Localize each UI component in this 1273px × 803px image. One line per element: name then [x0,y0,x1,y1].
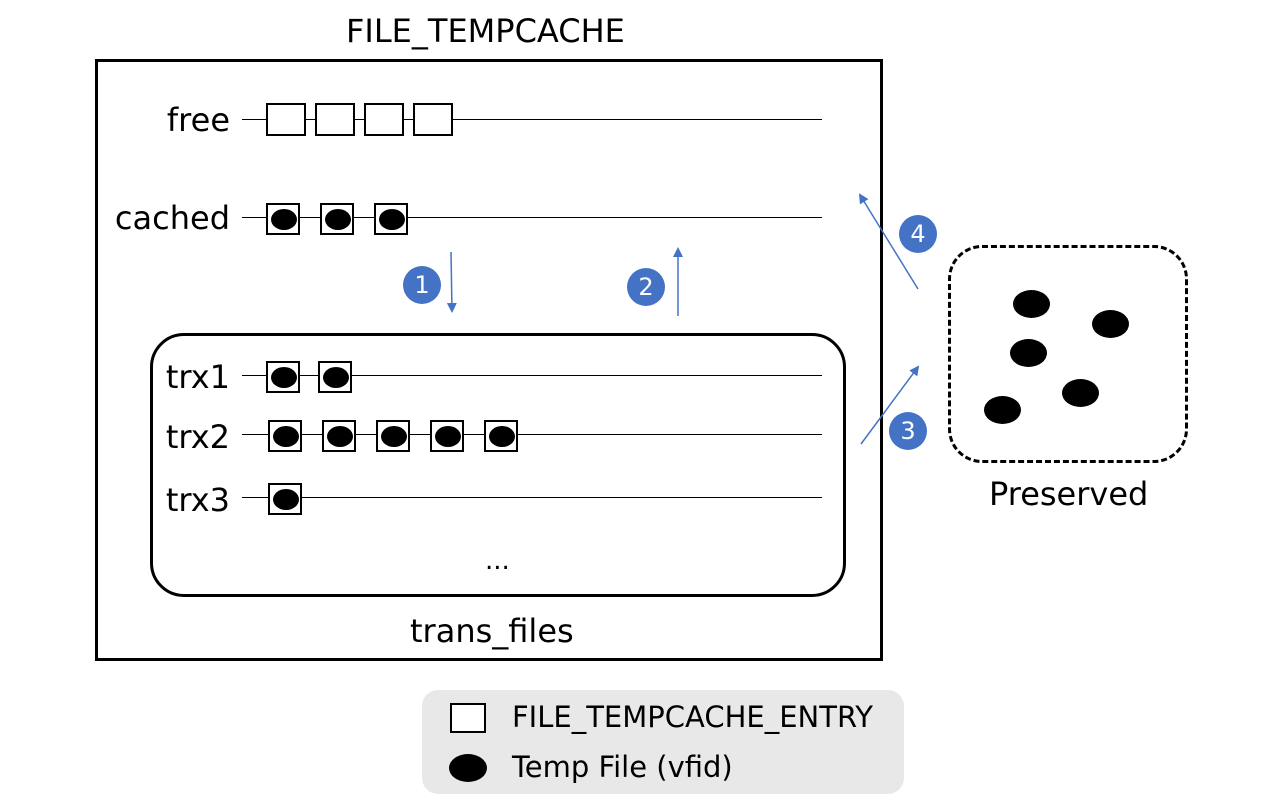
trx2-entry [268,420,302,452]
trx2-entry [376,420,410,452]
free-entry [413,103,453,136]
cached-entry [266,203,300,235]
legend-tempfile-label: Temp File (vfid) [512,750,733,784]
arrow-step-4 [858,193,919,290]
row-label-free: free [166,101,230,139]
row-label-trx2: trx2 [165,418,230,456]
step-badge-3: 3 [889,412,927,450]
legend-entry-label: FILE_TEMPCACHE_ENTRY [512,700,873,734]
temp-file-dot [271,209,297,230]
step-badge-1: 1 [403,266,441,304]
preserved-label: Preserved [989,475,1149,513]
temp-file-dot [489,426,515,447]
temp-file-dot [323,367,349,388]
temp-file-dot [435,426,461,447]
diagram-title: FILE_TEMPCACHE [346,12,625,50]
temp-file-dot [271,367,297,388]
arrow-step-1 [446,251,457,313]
preserved-temp-file [984,396,1021,424]
cached-entry [320,203,354,235]
row-label-trx1: trx1 [165,358,230,396]
trx1-entry [318,361,352,393]
preserved-temp-file [1010,339,1047,367]
legend-tempfile-swatch [449,754,487,782]
free-entry [315,103,355,136]
trx2-list-line [242,434,822,435]
arrow-step-3 [860,365,920,445]
temp-file-dot [273,426,299,447]
row-label-cached: cached [114,199,230,237]
cached-entry [374,203,408,235]
cached-list-line [242,217,822,218]
step-badge-2: 2 [627,268,665,306]
legend-entry-swatch [450,703,486,733]
trx2-entry [484,420,518,452]
preserved-box [948,245,1188,463]
free-entry [266,103,306,136]
trx1-list-line [242,375,822,376]
trans-files-label: trans_files [410,612,574,650]
file-tempcache-box [95,59,883,661]
preserved-temp-file [1092,310,1129,338]
free-list-line [242,119,822,120]
temp-file-dot [381,426,407,447]
trans-files-box [150,333,846,597]
ellipsis: ... [485,546,510,576]
temp-file-dot [327,426,353,447]
trx2-entry [430,420,464,452]
legend: FILE_TEMPCACHE_ENTRY Temp File (vfid) [422,690,904,794]
temp-file-dot [325,209,351,230]
trx1-entry [266,361,300,393]
row-label-trx3: trx3 [165,481,230,519]
trx3-entry [268,483,302,515]
free-entry [364,103,404,136]
trx3-list-line [242,497,822,498]
preserved-temp-file [1062,379,1099,407]
trx2-entry [322,420,356,452]
temp-file-dot [379,209,405,230]
preserved-temp-file [1013,290,1050,318]
temp-file-dot [273,489,299,510]
step-badge-4: 4 [899,215,937,253]
